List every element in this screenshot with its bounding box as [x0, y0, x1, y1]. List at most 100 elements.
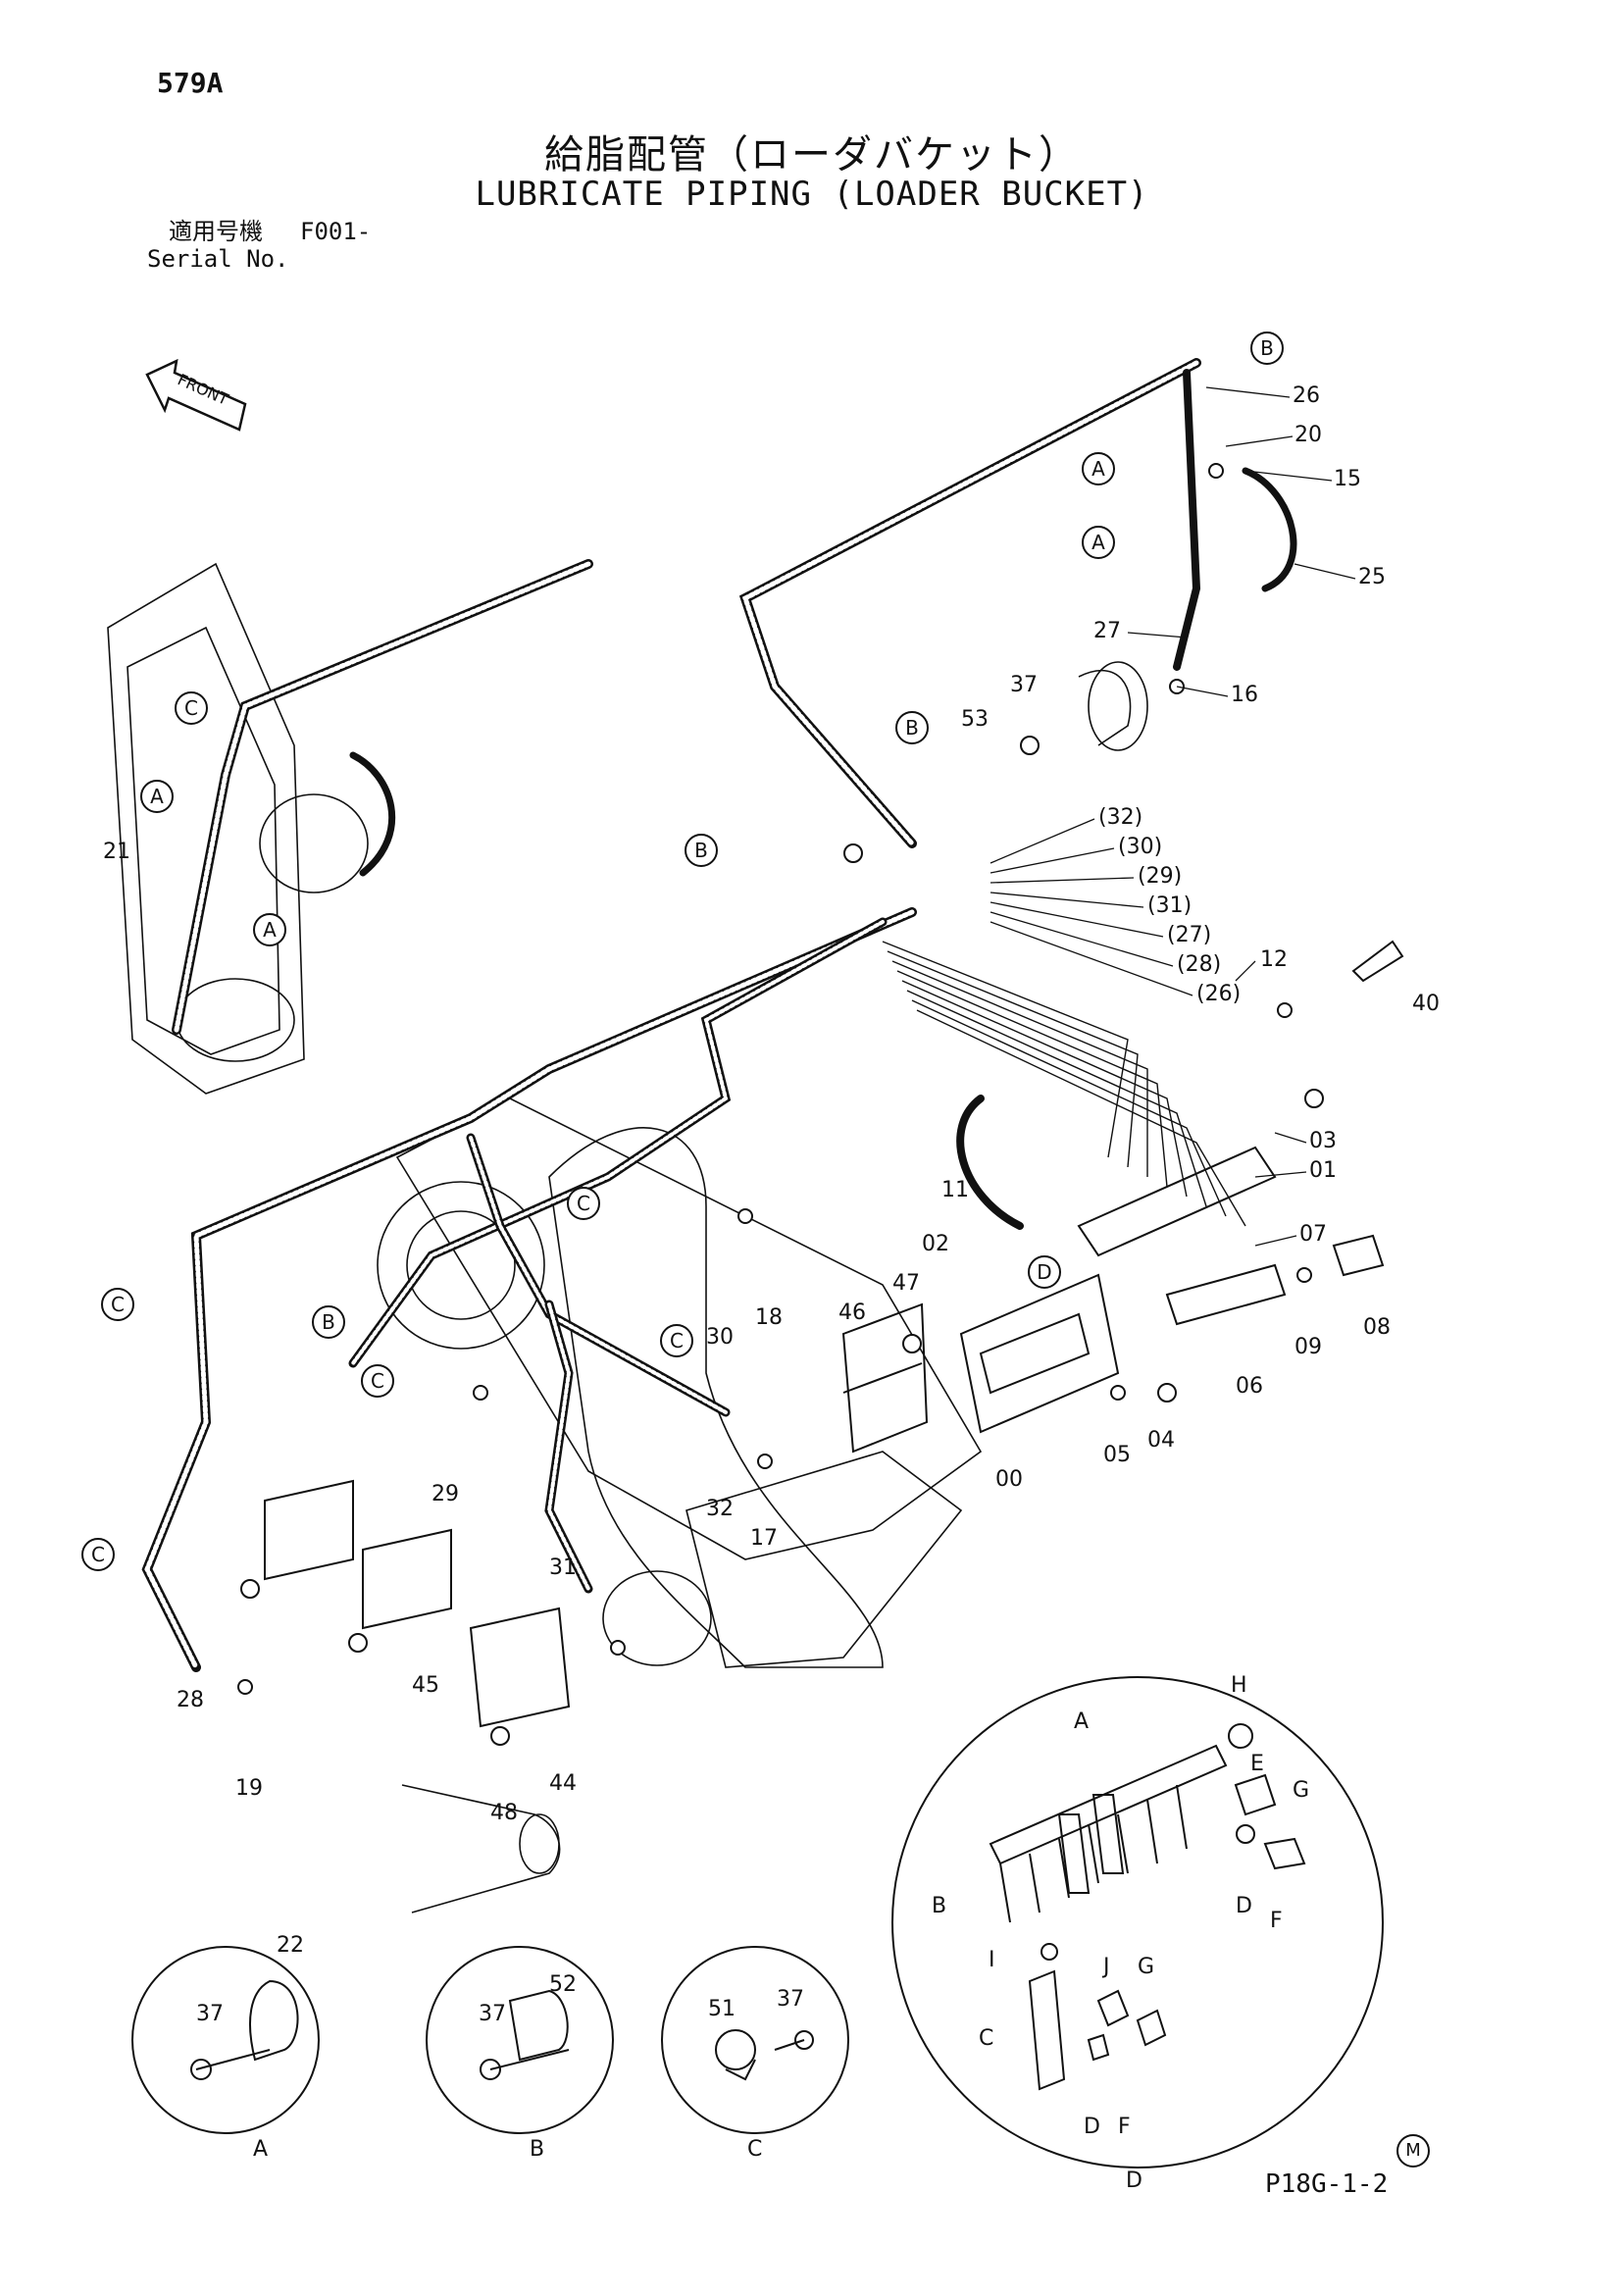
callout-11: 11 [941, 1178, 969, 1202]
serial-value: F001- [300, 218, 372, 245]
callout-17: 17 [750, 1526, 778, 1551]
detail-d-label-d1: D [1236, 1894, 1252, 1918]
serial-block: 適用号機 Serial No. F001- [147, 218, 371, 273]
detail-d-label-e: E [1250, 1752, 1264, 1776]
callout-18: 18 [755, 1305, 783, 1330]
part-callouts: 26 20 15 25 27 16 37 53 (32) (30) (29) (… [103, 383, 1440, 1825]
svg-text:D: D [1037, 1260, 1051, 1284]
callout-09: 09 [1294, 1335, 1322, 1359]
detail-b-part-52: 52 [549, 1972, 577, 1997]
callout-15: 15 [1334, 467, 1361, 491]
page-reference: P18G-1-2 [1265, 2169, 1389, 2199]
callout-44: 44 [549, 1771, 577, 1796]
svg-text:B: B [1260, 336, 1274, 360]
detail-d-label-f2: F [1118, 2115, 1131, 2139]
callout-05: 05 [1103, 1443, 1131, 1467]
detail-d-label-c: C [979, 2026, 993, 2051]
callout-28p: (28) [1177, 952, 1221, 977]
callout-48: 48 [490, 1801, 518, 1825]
detail-c [661, 1946, 849, 2134]
callout-26: 26 [1293, 383, 1320, 408]
copyright-mark: M [1396, 2134, 1430, 2168]
detail-b [426, 1946, 614, 2134]
detail-d-letter: D [1126, 2168, 1142, 2193]
callout-27p: (27) [1167, 923, 1211, 947]
svg-text:C: C [184, 696, 198, 720]
callout-08: 08 [1363, 1315, 1391, 1340]
callout-29: 29 [431, 1482, 459, 1506]
leader-lines [990, 386, 1356, 1247]
svg-text:C: C [91, 1543, 105, 1566]
callout-31: 31 [549, 1556, 577, 1580]
detail-a [131, 1946, 320, 2134]
hose-bundle [141, 358, 1297, 1672]
svg-text:C: C [577, 1192, 590, 1215]
serial-label-jp: 適用号機 [169, 218, 263, 245]
front-label: FRONT [175, 370, 231, 409]
callout-47: 47 [892, 1271, 920, 1296]
callout-28: 28 [177, 1688, 204, 1712]
detail-d-letters: A B C D D E F F G G H I J D [932, 1673, 1309, 2193]
detail-c-part-37: 37 [777, 1987, 804, 2012]
detail-d-label-b: B [932, 1894, 946, 1918]
detail-c-part-51: 51 [708, 1997, 736, 2021]
detail-d-label-j: J [1101, 1955, 1110, 1979]
callout-53: 53 [961, 707, 989, 732]
svg-text:B: B [322, 1310, 335, 1334]
distribution-pipes [882, 941, 1246, 1227]
callout-32p: (32) [1098, 805, 1142, 830]
svg-text:B: B [694, 839, 708, 862]
svg-text:C: C [111, 1293, 125, 1316]
callout-46: 46 [838, 1301, 866, 1325]
detail-d-label-i: I [989, 1948, 995, 1972]
detail-d-label-h: H [1231, 1673, 1247, 1698]
callout-01: 01 [1309, 1158, 1337, 1183]
detail-d-label-a: A [1074, 1709, 1089, 1734]
hose-reference-markers [81, 332, 1284, 1571]
callout-32: 32 [706, 1497, 734, 1521]
detail-d-label-d2: D [1084, 2115, 1100, 2139]
callout-31p: (31) [1147, 893, 1192, 918]
callout-29p: (29) [1138, 864, 1182, 889]
detail-b-letter: B [530, 2137, 544, 2162]
svg-text:A: A [1091, 531, 1105, 554]
detail-d-label-g1: G [1293, 1778, 1309, 1803]
callout-27: 27 [1093, 619, 1121, 643]
detail-a-letter: A [253, 2137, 268, 2162]
page-title-jp: 給脂配管（ローダバケット） [544, 132, 1080, 178]
callout-00: 00 [995, 1467, 1023, 1492]
detail-b-part-37: 37 [479, 2002, 506, 2026]
svg-text:C: C [371, 1369, 384, 1393]
svg-text:B: B [905, 716, 919, 740]
callout-19: 19 [235, 1776, 263, 1801]
callout-30p: (30) [1118, 835, 1162, 859]
callout-30: 30 [706, 1325, 734, 1350]
distributor-block [264, 940, 1404, 1728]
callout-02: 02 [922, 1232, 949, 1256]
detail-d-label-g2: G [1138, 1955, 1154, 1979]
page-number: 579A [157, 67, 224, 99]
callout-21: 21 [103, 840, 130, 864]
serial-label-en: Serial No. [147, 245, 289, 273]
fittings [237, 463, 1324, 1746]
svg-text:A: A [263, 918, 277, 942]
hose-reference-letters: B A A C A A B B C C B C C C D [91, 336, 1274, 1566]
svg-text:A: A [150, 785, 164, 808]
detail-a-part-22: 22 [277, 1933, 304, 1958]
callout-20: 20 [1294, 423, 1322, 447]
detail-c-letter: C [747, 2137, 762, 2162]
callout-12: 12 [1260, 947, 1288, 972]
callout-07: 07 [1299, 1222, 1327, 1247]
detail-d [891, 1676, 1384, 2168]
detail-a-part-37: 37 [196, 2002, 224, 2026]
callout-06: 06 [1236, 1374, 1263, 1399]
callout-37: 37 [1010, 673, 1038, 697]
callout-26p: (26) [1196, 982, 1241, 1006]
detail-d-label-f1: F [1270, 1909, 1283, 1933]
svg-text:A: A [1091, 457, 1105, 481]
callout-04: 04 [1147, 1428, 1175, 1453]
callout-16: 16 [1231, 683, 1258, 707]
svg-text:C: C [670, 1329, 684, 1352]
front-arrow-icon: FRONT [145, 358, 247, 432]
